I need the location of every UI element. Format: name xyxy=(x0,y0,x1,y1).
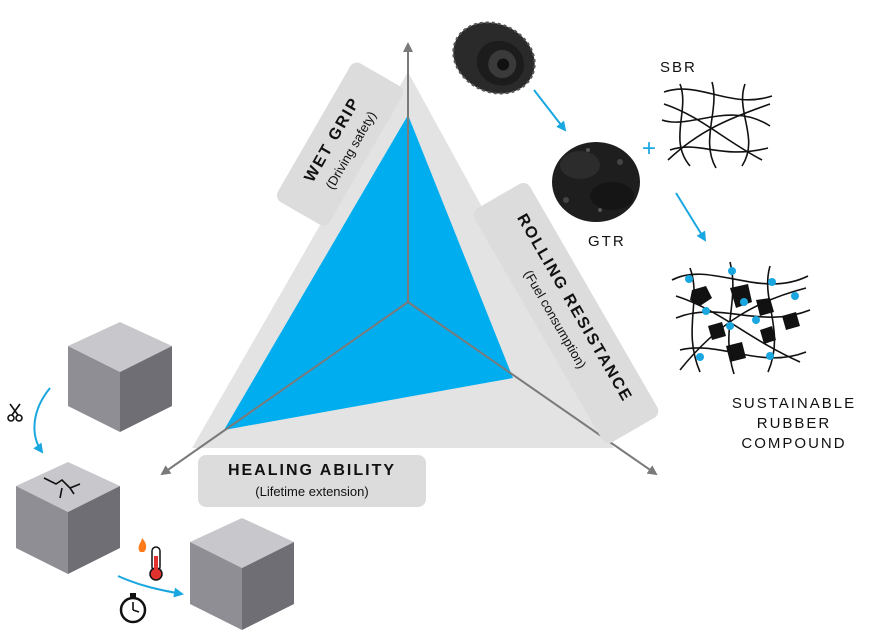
healing-ability-label: HEALING ABILITY (Lifetime extension) xyxy=(198,455,426,507)
axis-rolling xyxy=(407,301,658,476)
arrow-heal xyxy=(117,575,184,598)
plus-sign: + xyxy=(642,135,656,162)
svg-text:COMPOUND: COMPOUND xyxy=(741,435,846,452)
arrow-tire-to-gtr xyxy=(533,89,567,132)
cube-intact xyxy=(68,322,172,432)
gtr-label: GTR xyxy=(588,233,626,250)
sbr-label: SBR xyxy=(660,59,697,76)
arrow-to-compound xyxy=(675,192,707,242)
cube-healed xyxy=(190,518,294,630)
thermometer-icon xyxy=(138,538,163,581)
axis-healing xyxy=(160,301,409,476)
scissors-icon xyxy=(7,403,23,422)
svg-text:RUBBER: RUBBER xyxy=(757,415,832,432)
cube-cracked xyxy=(16,462,120,574)
arrow-cut xyxy=(33,387,51,454)
sbr-polymer-network xyxy=(661,81,773,169)
compound-network xyxy=(671,261,811,375)
compound-label: SUSTAINABLE RUBBER COMPOUND xyxy=(732,395,856,452)
svg-text:SUSTAINABLE: SUSTAINABLE xyxy=(732,395,856,412)
stopwatch-icon xyxy=(119,593,147,624)
healing-ability-title: HEALING ABILITY xyxy=(228,462,396,479)
crack-icon xyxy=(43,477,81,499)
gtr-powder-icon xyxy=(552,142,640,222)
tire-icon xyxy=(452,21,536,95)
healing-ability-subtitle: (Lifetime extension) xyxy=(255,484,368,499)
performance-triangle xyxy=(224,115,513,430)
